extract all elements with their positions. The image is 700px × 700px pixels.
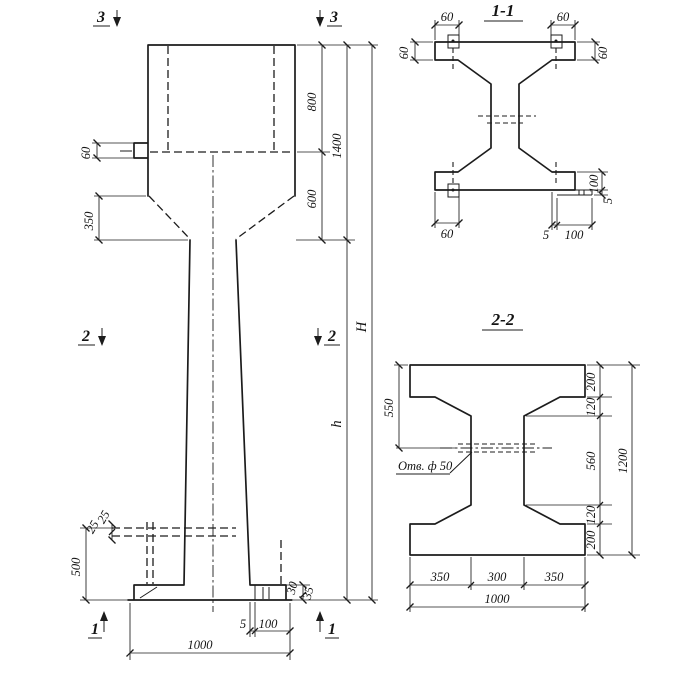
dim-500: 500 xyxy=(69,557,83,577)
dim-100: 100 xyxy=(259,617,279,631)
dim-1200: 1200 xyxy=(616,448,630,474)
section-2-2-title: 2-2 xyxy=(491,310,515,329)
dim-350-r: 350 xyxy=(544,570,565,584)
dim-600: 600 xyxy=(305,189,319,209)
dim-25-b: 25 xyxy=(83,518,101,536)
column-hidden-lines xyxy=(112,46,295,584)
dim-60-trh: 60 xyxy=(557,10,570,24)
section-2-2-view: 2-2 Отв. ф 50 550 200 120 560 120 200 12… xyxy=(382,310,640,612)
dim-H: H xyxy=(354,320,370,333)
column-axis-line xyxy=(120,150,214,612)
elevation-view: 800 600 1400 h H 60 350 500 25 25 30 35 … xyxy=(69,9,378,660)
dim-120-t: 120 xyxy=(584,397,598,417)
hole-label: Отв. ф 50 xyxy=(398,459,453,473)
section-1-1-title: 1-1 xyxy=(492,1,515,20)
section-1-1-mid-ticks xyxy=(553,186,606,229)
section-marker-2-right: 2 xyxy=(327,328,336,345)
section-marker-2-left: 2 xyxy=(81,328,90,345)
dim-1400: 1400 xyxy=(330,133,344,159)
section-marker-3-left: 3 xyxy=(96,9,105,26)
dim-1000-b: 1000 xyxy=(485,592,511,606)
dim-5-r: 5 xyxy=(601,198,615,204)
dim-350: 350 xyxy=(82,211,96,232)
dim-5: 5 xyxy=(240,617,246,631)
dim-h: h xyxy=(329,420,345,427)
section-1-1-extension-lines xyxy=(410,20,608,230)
dim-5-b: 5 xyxy=(543,228,549,242)
hole-label-leader xyxy=(396,451,473,475)
dim-100-b: 100 xyxy=(565,228,585,242)
base-foot-details xyxy=(139,585,270,600)
anchor-dot-tr xyxy=(554,39,558,43)
dim-60-trv: 60 xyxy=(596,46,610,59)
section-1-1-anchor-lines xyxy=(452,48,557,184)
dim-30: 30 xyxy=(283,579,300,596)
dim-350-l: 350 xyxy=(430,570,451,584)
dim-120-b: 120 xyxy=(584,505,598,525)
dim-560: 560 xyxy=(584,451,598,471)
section-marker-1-left: 1 xyxy=(91,621,99,638)
section-marker-3-right: 3 xyxy=(329,9,338,26)
dim-60-bl: 60 xyxy=(441,227,454,241)
section-markers: 3 3 2 2 1 1 xyxy=(78,9,342,639)
section-2-2-outline xyxy=(409,364,586,556)
elevation-mid-ticks xyxy=(108,528,307,635)
dim-550: 550 xyxy=(382,398,396,418)
section-2-2-mid-ticks xyxy=(467,393,604,589)
column-outline xyxy=(127,44,296,601)
section-2-2-hole-edges xyxy=(458,443,538,453)
anchor-dot-bl xyxy=(451,188,455,192)
section-1-1-view: 1-1 60 60 60 60 60 5 100 100 5 xyxy=(397,1,615,242)
dim-60-tlv: 60 xyxy=(397,46,411,59)
dim-1000: 1000 xyxy=(188,638,214,652)
section-marker-underlines xyxy=(78,25,342,639)
dim-25-a: 25 xyxy=(94,508,112,526)
dim-35: 35 xyxy=(299,585,316,602)
dim-200-t: 200 xyxy=(584,372,598,392)
dim-100-r: 100 xyxy=(587,174,601,194)
anchor-dot-tl xyxy=(451,39,455,43)
dim-200-b: 200 xyxy=(584,530,598,550)
section-marker-1-right: 1 xyxy=(328,621,336,638)
dim-60-tlh: 60 xyxy=(441,10,454,24)
dim-800: 800 xyxy=(305,92,319,112)
dim-60-corbel: 60 xyxy=(79,146,93,159)
dim-300: 300 xyxy=(487,570,508,584)
